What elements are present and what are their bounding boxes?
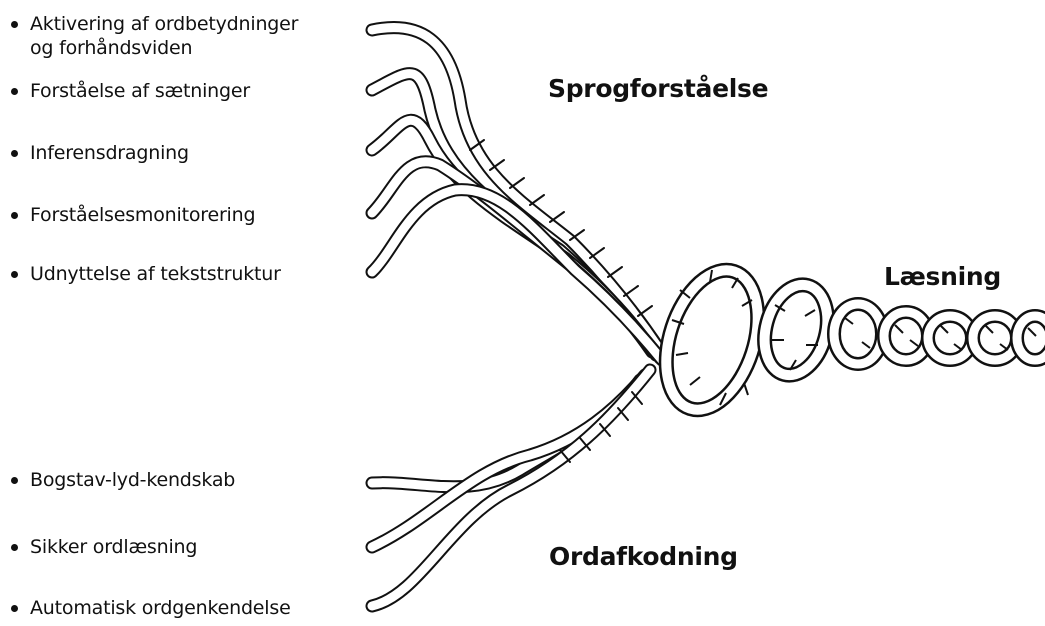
upper-strand-label: Forståelsesmonitorering: [30, 203, 255, 227]
bullet-dot: [11, 21, 18, 28]
upper-strand-item-2: Forståelse af sætninger: [11, 79, 250, 103]
lower-strand-label: Sikker ordlæsning: [30, 535, 197, 559]
bullet-dot: [11, 212, 18, 219]
upper-strand-label: Inferensdragning: [30, 141, 189, 165]
lower-strand-2: [372, 375, 645, 547]
label-ordafkodning: Ordafkodning: [549, 542, 738, 571]
lower-strand-label: Automatisk ordgenkendelse: [30, 596, 291, 620]
bullet-dot: [11, 271, 18, 278]
bullet-dot: [11, 605, 18, 612]
lower-strand-label: Bogstav-lyd-kendskab: [30, 468, 235, 492]
upper-strand-label: Forståelse af sætninger: [30, 79, 250, 103]
bullet-dot: [11, 88, 18, 95]
upper-strand-5: [372, 190, 662, 360]
lower-strand-item-2: Sikker ordlæsning: [11, 535, 197, 559]
upper-strand-3: [372, 120, 656, 355]
upper-strand-item-4: Forståelsesmonitorering: [11, 203, 255, 227]
bullet-dot: [11, 544, 18, 551]
upper-strand-label: Aktivering af ordbetydninger og forhånds…: [30, 12, 298, 60]
label-sprogforstaaelse: Sprogforståelse: [548, 74, 768, 103]
upper-strand-item-3: Inferensdragning: [11, 141, 189, 165]
bullet-dot: [11, 150, 18, 157]
upper-strand-item-5: Udnyttelse af tekststruktur: [11, 262, 281, 286]
lower-strand-item-3: Automatisk ordgenkendelse: [11, 596, 291, 620]
label-laesning: Læsning: [884, 262, 1001, 291]
bullet-dot: [11, 477, 18, 484]
lower-strand-item-1: Bogstav-lyd-kendskab: [11, 468, 235, 492]
upper-strand-label: Udnyttelse af tekststruktur: [30, 262, 281, 286]
upper-strand-item-1: Aktivering af ordbetydninger og forhånds…: [11, 12, 298, 60]
